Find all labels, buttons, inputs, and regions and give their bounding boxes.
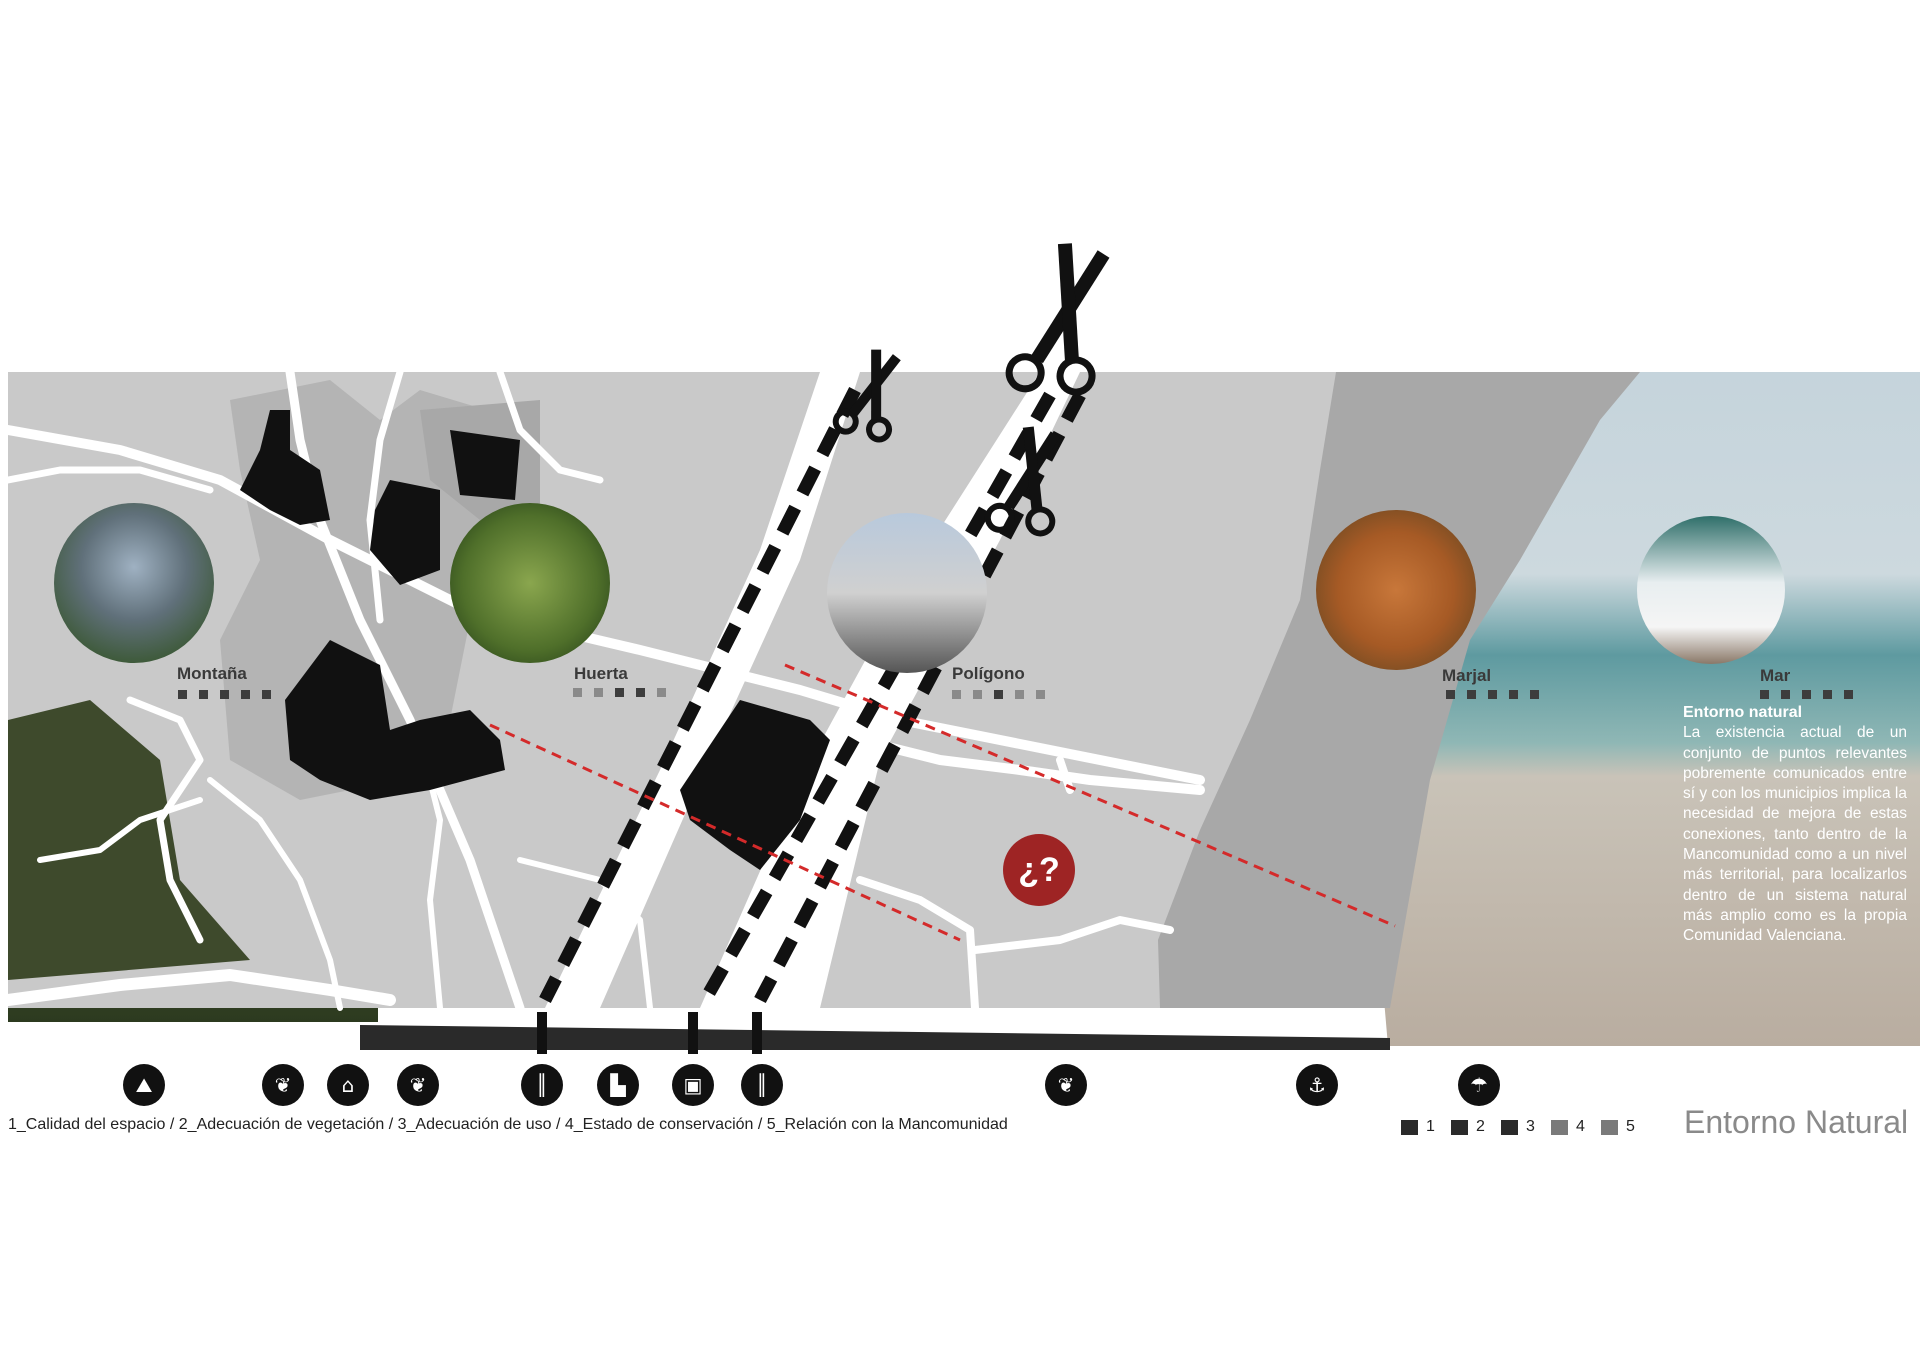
question-marker: ¿? [1003, 834, 1075, 906]
rating-square-1 [952, 690, 961, 699]
rating-square-3 [1802, 690, 1811, 699]
zone-rating-huerta [573, 688, 666, 697]
hiker-icon: ⛰ [123, 1064, 165, 1106]
scissors-icon [984, 426, 1060, 537]
section-markers [537, 1012, 762, 1054]
built-up-blocks [240, 410, 830, 870]
rating-square-3 [994, 690, 1003, 699]
rating-square-3 [1488, 690, 1497, 699]
highway-icon: ║ [741, 1064, 783, 1106]
orchard-photo [450, 503, 610, 663]
legend-item-3: 3 [1501, 1118, 1535, 1136]
scissors-icon [832, 349, 901, 443]
rating-square-4 [1015, 690, 1024, 699]
rating-square-4 [241, 690, 250, 699]
rating-square-5 [262, 690, 271, 699]
rating-square-1 [178, 690, 187, 699]
zone-label-huerta: Huerta [574, 664, 628, 683]
legend-item-4: 4 [1551, 1118, 1585, 1136]
sea-wave-photo [1637, 516, 1785, 664]
rating-square-1 [1760, 690, 1769, 699]
legend-swatch [1501, 1119, 1518, 1135]
marsh-band [1158, 372, 1640, 1008]
diagram-title: Entorno Natural [1684, 1104, 1909, 1140]
vegetable-icon: ❦ [262, 1064, 304, 1106]
fisherman-icon: ⚓ [1296, 1064, 1338, 1106]
rating-square-5 [1530, 690, 1539, 699]
scissors-icon [1005, 243, 1110, 396]
rating-square-4 [1509, 690, 1518, 699]
vegetation-photo [8, 700, 250, 980]
text-box-heading: Entorno natural [1683, 704, 1803, 721]
rating-square-5 [1844, 690, 1853, 699]
vegetable-icon: ❦ [397, 1064, 439, 1106]
corridor-band [700, 372, 1080, 1008]
vegetable-icon: ❦ [1045, 1064, 1087, 1106]
factory-icon: ▙ [597, 1064, 639, 1106]
rating-square-3 [615, 688, 624, 697]
connection-routes [489, 663, 1396, 942]
legend-swatch [1451, 1119, 1468, 1135]
rating-square-5 [657, 688, 666, 697]
zone-label-mar: Mar [1760, 666, 1791, 685]
train-icon: ▣ [672, 1064, 714, 1106]
zone-rating-marjal [1446, 690, 1539, 699]
zone-rating-poligono [952, 690, 1045, 699]
marsh-photo [1316, 510, 1476, 670]
highway-icon: ║ [521, 1064, 563, 1106]
legend-item-5: 5 [1601, 1118, 1635, 1136]
mountain-photo [54, 503, 214, 663]
text-box: Entorno natural La existencia actual de … [1683, 703, 1907, 947]
industrial-road-photo [827, 513, 987, 673]
legend-item-1: 1 [1401, 1118, 1435, 1136]
legend-swatch [1401, 1119, 1418, 1135]
rating-square-2 [594, 688, 603, 697]
rating-square-2 [1781, 690, 1790, 699]
rating-square-5 [1036, 690, 1045, 699]
zone-label-montana: Montaña [177, 664, 247, 683]
rating-square-2 [973, 690, 982, 699]
rating-square-2 [1467, 690, 1476, 699]
section-profile [360, 1025, 1390, 1050]
rating-square-1 [1446, 690, 1455, 699]
house-icon: ⌂ [327, 1064, 369, 1106]
rating-square-4 [1823, 690, 1832, 699]
zone-rating-mar [1760, 690, 1853, 699]
legend-swatch [1601, 1119, 1618, 1135]
beach-umbrella-icon: ☂ [1458, 1064, 1500, 1106]
legend-swatch [1551, 1119, 1568, 1135]
criteria-caption: 1_Calidad del espacio / 2_Adecuación de … [8, 1116, 1008, 1133]
text-box-body: La existencia actual de un conjunto de p… [1683, 724, 1907, 945]
infrastructure-lines [539, 387, 1086, 1004]
rating-square-2 [199, 690, 208, 699]
zone-label-marjal: Marjal [1442, 666, 1492, 685]
zone-rating-montana [178, 690, 271, 699]
rating-square-4 [636, 688, 645, 697]
legend-item-2: 2 [1451, 1118, 1485, 1136]
rating-square-3 [220, 690, 229, 699]
rating-square-1 [573, 688, 582, 697]
zone-label-poligono: Polígono [952, 664, 1025, 683]
